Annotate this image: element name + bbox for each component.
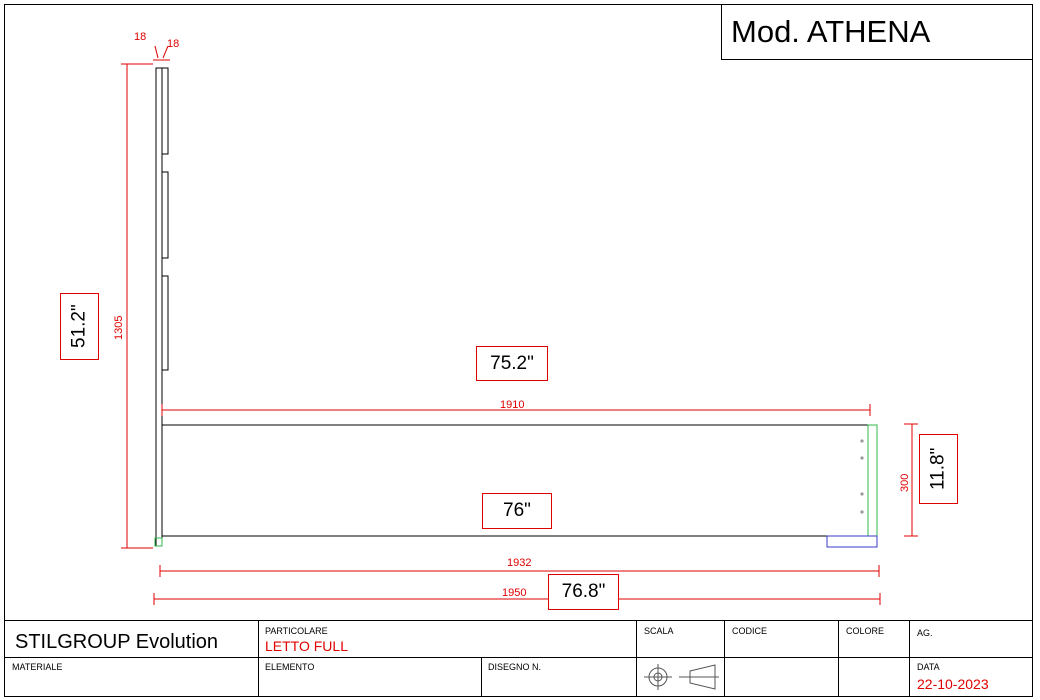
callout-side-height: 11.8" [919,434,958,504]
particolare-label: PARTICOLARE [265,626,328,636]
model-title: Mod. ATHENA [731,14,931,49]
colore-label: COLORE [846,626,885,636]
dim-rail-length-label: 1932 [507,557,531,569]
data-value: 22-10-2023 [917,676,989,692]
dim-side-height [904,423,918,537]
bed-rail [162,424,877,537]
dim-top-b: 18 [167,38,179,50]
company-name: STILGROUP Evolution [15,631,219,653]
sheet-border [4,4,1033,697]
dim-side-height-label: 300 [899,474,911,492]
dim-top-a: 18 [134,31,146,43]
dim-top-thickness [153,45,170,61]
dim-rail-length [159,565,880,577]
scala-label: SCALA [644,626,674,636]
headboard-foot [154,537,163,547]
footboard-leg [826,535,878,548]
bolt-holes [860,439,864,514]
data-label: DATA [917,662,940,672]
model-title-box [721,4,1033,60]
projection-symbol-icon [644,664,719,690]
particolare-value: LETTO FULL [265,638,348,654]
dim-inner-length-label: 1910 [500,399,524,411]
disegno-label: DISEGNO N. [488,662,542,672]
headboard [155,67,169,547]
dim-overall-length-label: 1950 [502,587,526,599]
dim-inner-length [161,404,871,416]
dim-overall-length [153,593,881,605]
footboard-panel [867,424,878,537]
ag-label: AG. [917,628,933,638]
callout-mid-length: 76" [482,493,552,529]
callout-inner-length: 75.2" [476,346,548,381]
dim-height-label: 1305 [113,316,125,340]
callout-overall-length: 76.8" [548,574,619,610]
title-block-grid [4,620,1033,697]
dim-height [121,63,153,549]
codice-label: CODICE [732,626,768,636]
materiale-label: MATERIALE [12,662,63,672]
callout-height: 51.2" [60,293,99,360]
elemento-label: ELEMENTO [265,662,315,672]
